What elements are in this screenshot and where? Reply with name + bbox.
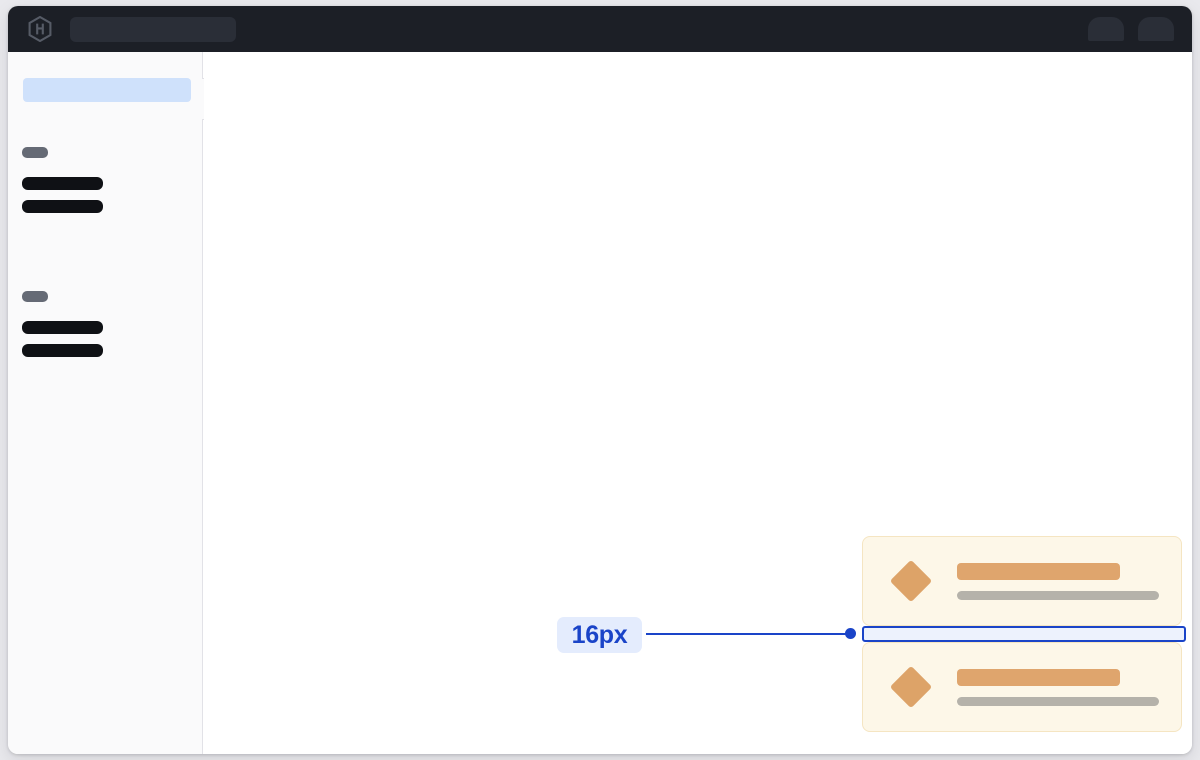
sidebar-item[interactable] [22,344,103,357]
diamond-icon [889,665,933,709]
application-body: 16px [8,52,1192,754]
sidebar-group [22,147,103,213]
sidebar-group-label [22,291,48,302]
sidebar-group-label [22,147,48,158]
list-item-title [957,668,1120,686]
sidebar-item[interactable] [22,177,103,190]
avatar[interactable] [1138,17,1174,41]
diamond-icon [889,559,933,603]
list-item-subtitle [957,696,1159,706]
spacing-measurement-badge: 16px [557,617,642,653]
top-navigation-bar [8,6,1192,52]
annotation-leader-dot-icon [845,628,856,639]
annotation-leader-line [646,633,852,635]
application-window: 16px [8,6,1192,754]
list-item-subtitle [957,590,1159,600]
list-item-text [957,668,1181,706]
main-canvas: 16px [204,52,1192,754]
list-item-text [957,562,1181,600]
sidebar-item-selected[interactable] [23,78,191,102]
spacing-measurement-value: 16px [571,620,628,649]
sidebar-item[interactable] [22,200,103,213]
list-item-title [957,562,1120,580]
avatar[interactable] [1088,17,1124,41]
spacing-highlight-band [862,626,1186,642]
sidebar [8,52,203,754]
hashicorp-hexagon-logo-icon[interactable] [28,16,52,42]
list-item[interactable] [862,642,1182,732]
sidebar-group [22,291,103,357]
sidebar-item[interactable] [22,321,103,334]
list-item[interactable] [862,536,1182,626]
search-input[interactable] [70,16,236,42]
